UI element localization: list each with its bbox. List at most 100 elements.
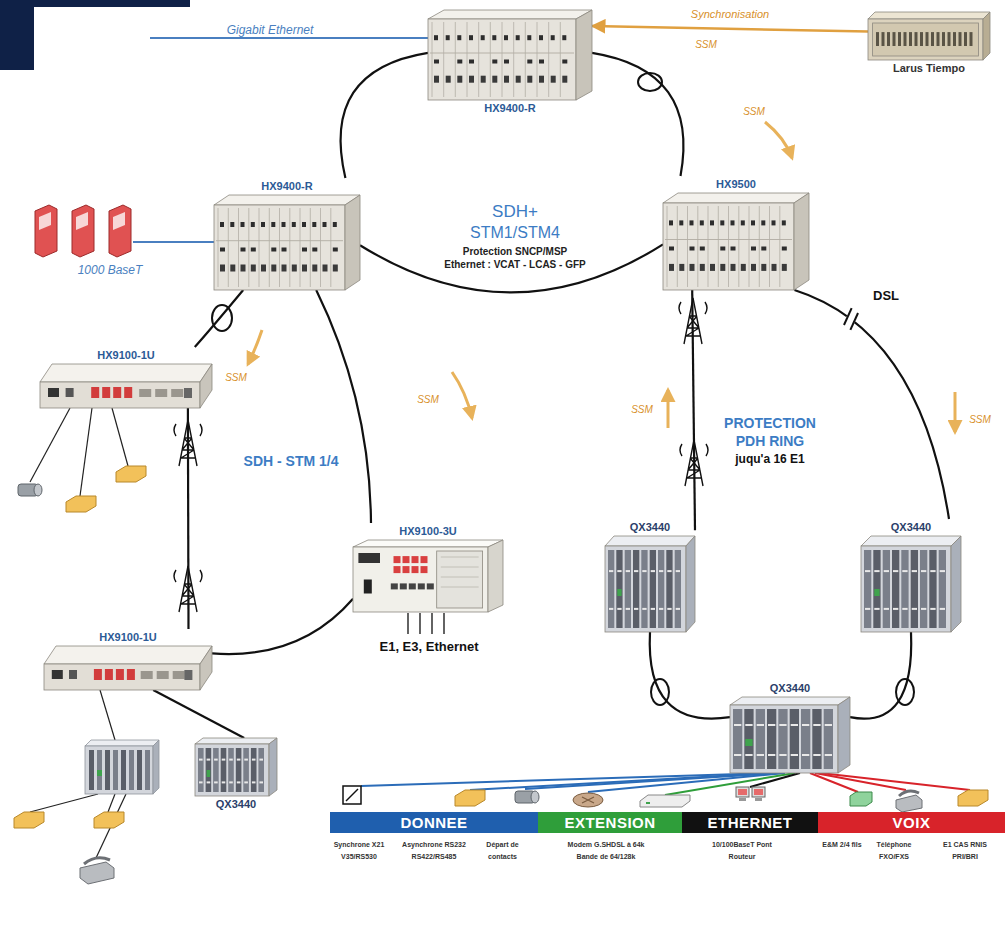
equipment-illustration-part xyxy=(576,10,592,100)
equipment-illustration-part xyxy=(744,709,753,769)
equipment-illustration-part xyxy=(560,22,561,97)
equipment-illustration-part xyxy=(677,206,678,287)
equipment-illustration-part xyxy=(69,670,77,679)
equipment-illustration-part xyxy=(813,754,820,756)
equipment-illustration-part xyxy=(964,32,967,46)
fiber-loops-part xyxy=(212,305,232,331)
equipment-illustration-part xyxy=(40,364,212,382)
equipment-illustration-part xyxy=(516,35,520,40)
lower-left-devices-part-part xyxy=(145,750,150,790)
equipment-illustration xyxy=(195,738,277,796)
lower-left-devices-part xyxy=(94,812,124,828)
lower-left-devices-part-part xyxy=(97,770,102,776)
equipment-illustration-part xyxy=(873,23,979,56)
equipment-illustration-part xyxy=(730,705,838,773)
equipment-illustration-part xyxy=(700,247,705,251)
lower-left-devices-part-part xyxy=(30,794,98,812)
equipment-illustration-part xyxy=(675,550,681,628)
equipment-illustration-part xyxy=(751,220,755,225)
equipment-illustration-part xyxy=(802,754,809,756)
equipment-node: QX3440 xyxy=(195,738,277,813)
lower-left-devices-part xyxy=(14,812,44,828)
label-box: DSL xyxy=(866,287,906,304)
equipment-illustration-part xyxy=(244,781,248,783)
ring-note: Protection SNCP/MSP xyxy=(463,246,567,257)
equipment-illustration-part xyxy=(251,748,257,792)
equipment-illustration-part xyxy=(441,577,479,578)
equipment-illustration-part xyxy=(409,583,416,589)
equipment-illustration-part xyxy=(676,570,680,572)
equipment-illustration xyxy=(214,195,360,290)
equipment-illustration-part xyxy=(220,265,225,272)
equipment-illustration-part xyxy=(259,781,263,783)
ssm-label: SSM xyxy=(695,39,717,50)
equipment-illustration-part xyxy=(562,60,567,64)
equipment-illustration-part xyxy=(229,781,233,783)
ssm-label: SSM xyxy=(743,106,765,117)
equipment-label: QX3440 xyxy=(770,682,810,695)
ring-title: PROTECTION PDH RING xyxy=(724,415,816,449)
equipment-illustration-part xyxy=(220,222,224,227)
equipment-illustration-part xyxy=(259,208,260,287)
equipment-illustration-part xyxy=(778,709,787,769)
equipment-illustration-part xyxy=(769,206,770,287)
equipment-illustration-part xyxy=(271,222,275,227)
equipment-illustration-part xyxy=(731,220,735,225)
equipment-illustration-part xyxy=(749,206,750,287)
radio-tower-part xyxy=(174,570,202,582)
label-box: juqu'a 16 E1 xyxy=(712,451,828,466)
service-label: Départ de contacts xyxy=(486,841,518,860)
link-line xyxy=(316,290,371,523)
equipment-node: QX3440 xyxy=(861,519,961,632)
equipment-illustration-part xyxy=(909,32,912,46)
equipment-illustration-part xyxy=(697,206,698,287)
equipment-illustration-part xyxy=(745,724,752,726)
equipment-illustration-part xyxy=(617,589,621,596)
equipment-illustration-part xyxy=(802,724,809,726)
equipment-label: QX3440 xyxy=(216,798,256,811)
server-icons-part-part xyxy=(35,205,57,257)
server-icons-part xyxy=(133,241,214,243)
equipment-illustration-part xyxy=(873,550,880,628)
link-label: DSL xyxy=(873,288,899,303)
label-box: SDH - STM 1/4 xyxy=(230,452,352,470)
service-icons-part-part xyxy=(738,789,747,795)
equipment-illustration-part xyxy=(455,22,456,97)
equipment-illustration-part xyxy=(669,264,674,271)
equipment-illustration-part xyxy=(864,550,871,628)
equipment-illustration-part xyxy=(91,387,99,398)
equipment-illustration-part xyxy=(893,32,896,46)
equipment-illustration-part xyxy=(124,387,132,398)
equipment-illustration-part xyxy=(920,32,923,46)
equipment-illustration-part xyxy=(874,589,879,596)
equipment-illustration-part xyxy=(757,754,764,756)
equipment-illustration xyxy=(663,193,809,290)
equipment-illustration-part xyxy=(902,608,907,610)
equipment-illustration-part xyxy=(434,35,438,40)
equipment-illustration-part xyxy=(432,22,433,97)
equipment-illustration-part xyxy=(551,76,556,83)
equipment-illustration-part xyxy=(345,195,360,290)
equipment-illustration-part xyxy=(241,222,245,227)
equipment-illustration-part xyxy=(269,208,270,287)
equipment-illustration-part xyxy=(195,738,277,744)
equipment-illustration-part xyxy=(457,76,462,83)
dsl-break xyxy=(841,308,861,330)
equipment-illustration-part xyxy=(230,222,234,227)
equipment-illustration-part xyxy=(562,76,567,83)
equipment-illustration-part xyxy=(481,76,486,83)
equipment-illustration-part xyxy=(40,382,200,408)
equipment-illustration-part xyxy=(884,570,889,572)
edge-label: Synchronisation xyxy=(689,8,771,20)
upper-devices-part-part xyxy=(30,408,70,482)
ring-title: SDH+ xyxy=(492,202,538,221)
lower-left-devices-part-part xyxy=(85,746,153,794)
equipment-illustration-part xyxy=(441,567,479,568)
lower-left-devices-part xyxy=(85,740,159,794)
equipment-illustration-part xyxy=(868,12,990,19)
label-box: SSM xyxy=(736,104,772,118)
equipment-illustration-part xyxy=(733,709,742,769)
server-icons-part xyxy=(72,205,94,257)
equipment-illustration-part xyxy=(970,32,973,46)
link-line xyxy=(650,632,730,719)
